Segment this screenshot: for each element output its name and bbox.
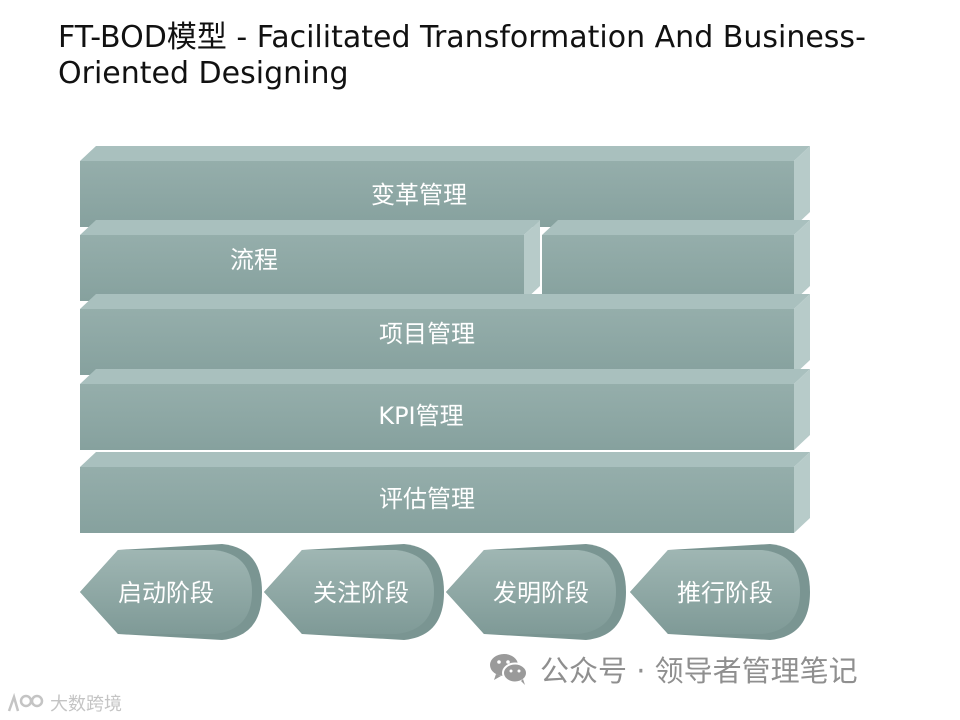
layer-evaluation-management: 评估管理 (80, 452, 810, 533)
layer-kpi-management: KPI管理 (80, 369, 810, 450)
phase-start: 启动阶段 (80, 544, 262, 640)
phase-rollout: 推行阶段 (630, 544, 810, 640)
layer-front-face (80, 309, 794, 375)
slide-title: FT-BOD模型 - Facilitated Transformation An… (58, 20, 866, 91)
layer-process-right (542, 220, 810, 301)
layer-process: 流程 (80, 220, 540, 301)
layer-front-face (80, 467, 794, 533)
layer-project-management: 项目管理 (80, 294, 810, 375)
phase-label: 发明阶段 (493, 579, 589, 607)
corner-logo: 大数跨境 (6, 690, 122, 716)
layer-side-face (794, 452, 810, 533)
phase-focus: 关注阶段 (264, 544, 444, 640)
watermark: 公众号 · 领导者管理笔记 (488, 648, 858, 690)
watermark-text: 公众号 · 领导者管理笔记 (540, 654, 858, 688)
layer-top-face (80, 452, 810, 467)
layer-side-face (524, 220, 540, 301)
layer-top-face (80, 220, 540, 235)
layer-label: KPI管理 (378, 402, 463, 430)
phase-label: 启动阶段 (118, 579, 214, 607)
layer-top-face (80, 146, 810, 161)
layer-side-face (794, 220, 810, 301)
layer-change-management: 变革管理 (80, 146, 810, 227)
layer-label: 变革管理 (371, 181, 467, 209)
phase-label: 推行阶段 (677, 579, 773, 607)
logo-mark-icon (7, 692, 44, 712)
layer-front-face (80, 384, 794, 450)
layer-label: 评估管理 (379, 485, 475, 513)
phase-label: 关注阶段 (313, 579, 409, 607)
layer-top-face (542, 220, 810, 235)
layer-front-face (542, 235, 794, 301)
layer-top-face (80, 294, 810, 309)
layer-side-face (794, 146, 810, 227)
layer-label: 项目管理 (379, 320, 475, 348)
layer-front-face (80, 235, 524, 301)
phase-invent: 发明阶段 (446, 544, 626, 640)
layer-side-face (794, 294, 810, 375)
wechat-icon (490, 654, 528, 685)
layer-label: 流程 (230, 246, 278, 274)
corner-logo-text: 大数跨境 (50, 694, 122, 715)
layer-front-face (80, 161, 794, 227)
layer-side-face (794, 369, 810, 450)
layer-top-face (80, 369, 810, 384)
